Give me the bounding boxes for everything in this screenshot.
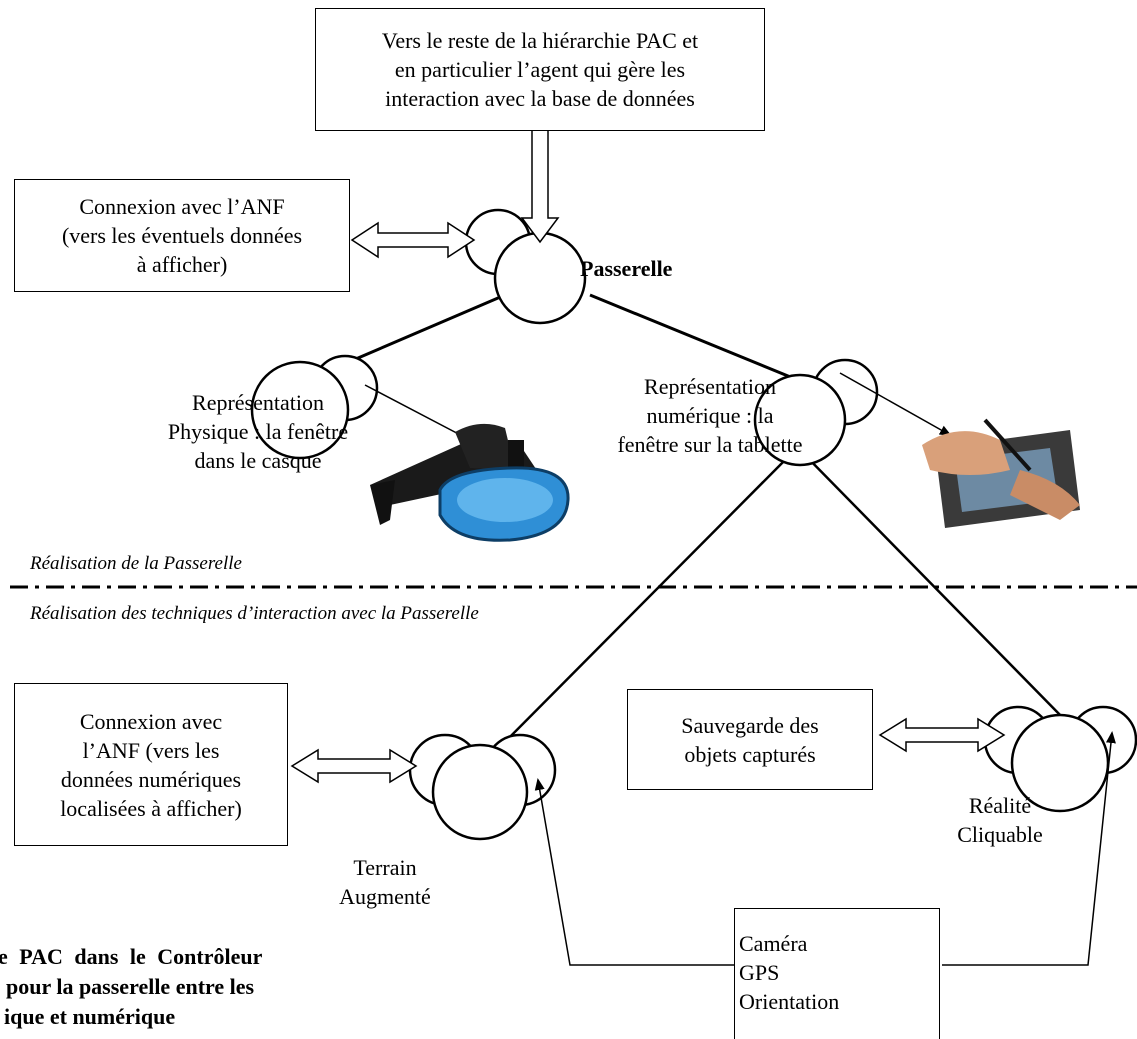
realite-line: Cliquable bbox=[957, 822, 1043, 847]
anf-connection-box-bottom: Connexion avec l’ANF (vers les données n… bbox=[14, 683, 288, 846]
anf-bottom-line: l’ANF (vers les bbox=[82, 737, 220, 763]
edge-passerelle-numerique bbox=[589, 293, 811, 387]
physical-representation-label: Représentation Physique : la fenêtre dan… bbox=[128, 388, 388, 475]
anf-top-line: Connexion avec l’ANF bbox=[79, 194, 285, 219]
figure-caption-line: e PAC dans le Contrôleur bbox=[0, 944, 263, 969]
terrain-line: Augmenté bbox=[339, 884, 431, 909]
passerelle-circle bbox=[493, 231, 587, 325]
edge-numerique-terrain bbox=[484, 449, 796, 763]
sensor-to-realite-line bbox=[942, 731, 1116, 966]
numerique-circle bbox=[753, 373, 847, 467]
sensor-gps: GPS bbox=[739, 960, 780, 985]
hierarchy-box: Vers le reste de la hiérarchie PAC et en… bbox=[315, 8, 765, 131]
figure-caption-line: pour la passerelle entre les bbox=[6, 974, 255, 999]
terrain-augmente-label: Terrain Augmenté bbox=[320, 853, 450, 911]
realite-line: Réalité bbox=[968, 793, 1032, 818]
numeric-representation-label: Représentation numérique : la fenêtre su… bbox=[585, 372, 835, 459]
anf-bottom-line: Connexion avec bbox=[79, 708, 223, 734]
numerique-line: Représentation bbox=[644, 374, 776, 399]
section-label-passerelle: Réalisation de la Passerelle bbox=[30, 553, 242, 574]
figure-caption-line: ique et numérique bbox=[4, 1004, 176, 1029]
physique-circle bbox=[250, 360, 350, 460]
realite-circle bbox=[1010, 713, 1110, 813]
arrow-to-tablet bbox=[839, 372, 952, 436]
anf-top-line: à afficher) bbox=[136, 252, 228, 277]
physique-line: Physique : la fenêtre bbox=[167, 419, 349, 444]
numerique-line: fenêtre sur la tablette bbox=[617, 432, 803, 457]
anf-bottom-line: localisées à afficher) bbox=[60, 795, 242, 821]
sauvegarde-box: Sauvegarde des objets capturés bbox=[627, 689, 873, 790]
tablet-image bbox=[922, 418, 1080, 528]
sensors-box: Caméra GPS Orientation bbox=[734, 908, 940, 1039]
terrain-line: Terrain bbox=[353, 855, 417, 880]
arrow-to-headset bbox=[364, 384, 472, 441]
sauvegarde-line: objets capturés bbox=[684, 741, 816, 767]
passerelle-label: Passerelle bbox=[580, 256, 673, 281]
terrain-circle bbox=[431, 743, 529, 841]
headset-image bbox=[370, 423, 570, 542]
hierarchy-box-line: interaction avec la base de données bbox=[385, 86, 695, 111]
numerique-line: numérique : la bbox=[646, 403, 774, 428]
anf-bottom-line: données numériques bbox=[60, 766, 242, 792]
edge-numerique-realite bbox=[799, 449, 1066, 721]
sauvegarde-line: Sauvegarde des bbox=[681, 712, 819, 738]
double-arrow-sauvegarde bbox=[878, 717, 1006, 753]
anf-connection-box-top: Connexion avec l’ANF (vers les éventuels… bbox=[14, 179, 350, 292]
double-arrow-anf-bottom bbox=[290, 748, 418, 784]
physique-line: dans le casque bbox=[194, 448, 322, 473]
hierarchy-box-line: en particulier l’agent qui gère les bbox=[394, 57, 686, 82]
anf-top-line: (vers les éventuels données bbox=[61, 223, 303, 248]
hierarchy-box-line: Vers le reste de la hiérarchie PAC et bbox=[381, 28, 699, 53]
double-arrow-anf-top bbox=[350, 221, 476, 259]
sensor-orientation: Orientation bbox=[739, 989, 840, 1014]
sensor-camera: Caméra bbox=[739, 931, 808, 956]
sensor-to-terrain-line bbox=[534, 778, 735, 966]
physique-line: Représentation bbox=[192, 390, 324, 415]
section-label-interaction: Réalisation des techniques d’interaction… bbox=[30, 603, 479, 624]
realite-cliquable-label: Réalité Cliquable bbox=[930, 791, 1070, 849]
